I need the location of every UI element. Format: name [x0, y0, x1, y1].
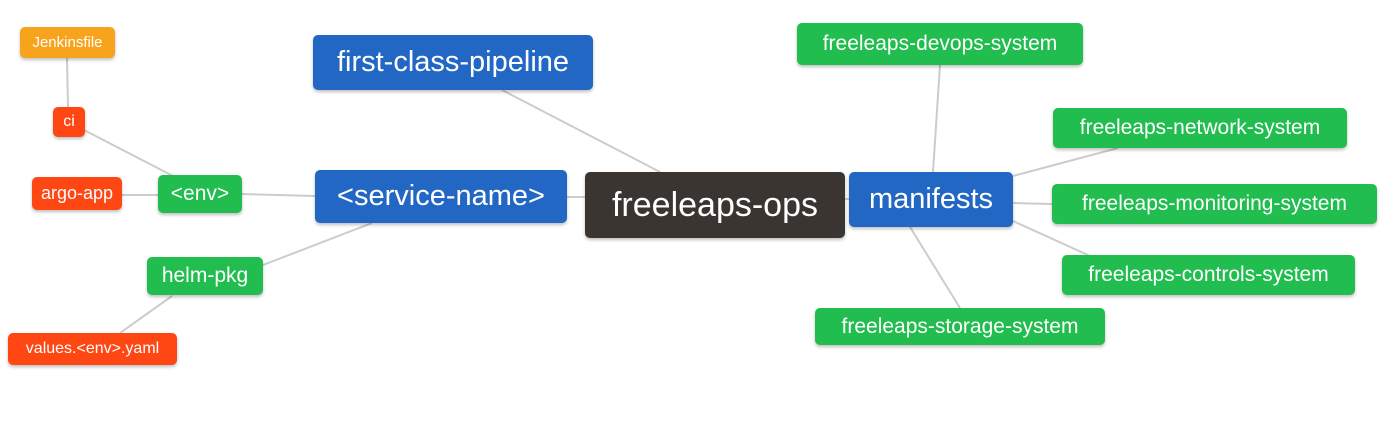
node-jenkinsfile[interactable]: Jenkinsfile [20, 27, 115, 58]
node-service-name[interactable]: <service-name> [315, 170, 567, 223]
node-freeleaps-network-system[interactable]: freeleaps-network-system [1053, 108, 1347, 148]
node-values-env-yaml[interactable]: values.<env>.yaml [8, 333, 177, 365]
edge-helm-pkg-service-name [262, 222, 373, 266]
node-freeleaps-controls-system[interactable]: freeleaps-controls-system [1062, 255, 1355, 295]
edge-manifests-monitoring-system [1012, 202, 1053, 205]
edge-first-class-pipeline-root [501, 89, 661, 173]
node-argo-app[interactable]: argo-app [32, 177, 122, 210]
edge-values-yaml-helm-pkg [119, 295, 173, 334]
edge-manifests-devops-system [932, 64, 941, 173]
edge-env-service-name [241, 193, 316, 197]
node-freeleaps-monitoring-system[interactable]: freeleaps-monitoring-system [1052, 184, 1377, 224]
edge-jenkinsfile-ci [66, 57, 69, 108]
edge-manifests-controls-system [1012, 220, 1091, 257]
node-freeleaps-ops-root[interactable]: freeleaps-ops [585, 172, 845, 238]
node-freeleaps-devops-system[interactable]: freeleaps-devops-system [797, 23, 1083, 65]
edge-manifests-network-system [1012, 147, 1119, 177]
edge-ci-env [83, 129, 176, 178]
node-ci[interactable]: ci [53, 107, 85, 137]
node-freeleaps-storage-system[interactable]: freeleaps-storage-system [815, 308, 1105, 345]
node-helm-pkg[interactable]: helm-pkg [147, 257, 263, 295]
node-first-class-pipeline[interactable]: first-class-pipeline [313, 35, 593, 90]
node-env[interactable]: <env> [158, 175, 242, 213]
node-manifests[interactable]: manifests [849, 172, 1013, 227]
edge-manifests-storage-system [909, 226, 961, 309]
